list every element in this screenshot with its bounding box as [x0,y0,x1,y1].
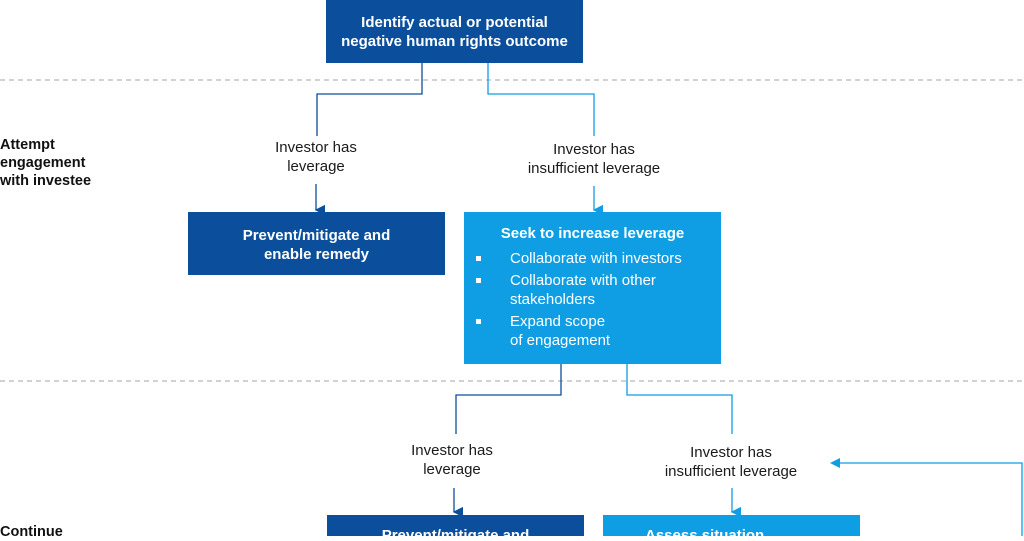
row2-leverage-label-line-2: leverage [423,461,481,478]
prevent-mitigate-line-1: Prevent/mitigate and [242,227,391,244]
seek-leverage-title: Seek to increase leverage [500,225,685,242]
bullet-2-line-1: Collaborate with other [510,272,656,289]
bullet-collaborate-investors: Collaborate with investors [464,249,721,268]
row1-insufficient-label-line-1: Investor has [553,141,635,158]
prevent-mitigate-box: Prevent/mitigate and enable remedy [188,212,445,275]
bullet-square-icon [476,319,481,324]
seek-leverage-box: Seek to increase leverage Collaborate wi… [464,212,721,364]
stage-label-attempt-line-2: engagement [0,155,86,171]
assess-situation-title: Assess situation [645,527,765,536]
connector-top-right [487,63,595,136]
connector-mid-left [455,364,562,434]
connector-mid-right [626,364,733,434]
row2-insufficient-leverage-label: Investor has insufficient leverage [631,443,831,481]
stage-label-attempt: Attempt engagement with investee [0,136,91,190]
prevent-mitigate-line-2: enable remedy [263,246,370,263]
assess-situation-box: Assess situation [603,515,860,536]
seek-leverage-bullets: Collaborate with investors Collaborate w… [464,249,721,350]
row2-prevent-mitigate-line-1: Prevent/mitigate and [381,527,530,536]
feedback-loop-arrowhead [830,458,840,468]
connector-top-left [316,63,423,136]
row1-leverage-label-line-2: leverage [287,158,345,175]
bullet-2-line-2: stakeholders [510,291,596,308]
bullet-expand-scope: Expand scope of engagement [464,312,721,350]
feedback-loop-line [838,462,1023,536]
stage-label-continue: Continue [0,523,63,541]
bullet-1-line-1: Collaborate with investors [510,250,682,267]
row1-leverage-label: Investor has leverage [236,138,396,176]
bullet-3-line-1: Expand scope [510,313,606,330]
identify-outcome-line-2: negative human rights outcome [341,33,568,50]
stage-label-continue-line-1: Continue [0,524,63,540]
bullet-square-icon [476,278,481,283]
row2-leverage-label-line-1: Investor has [411,442,493,459]
row1-insufficient-label-line-2: insufficient leverage [527,160,661,177]
row2-prevent-mitigate-box: Prevent/mitigate and [327,515,584,536]
row1-leverage-label-line-1: Investor has [275,139,357,156]
bullet-square-icon [476,256,481,261]
row2-insufficient-label-line-1: Investor has [690,444,772,461]
bullet-collaborate-stakeholders: Collaborate with other stakeholders [464,271,721,309]
stage-label-attempt-line-3: with investee [0,173,92,189]
bullet-3-line-2: of engagement [510,332,611,349]
identify-outcome-box: Identify actual or potential negative hu… [326,0,583,63]
row1-insufficient-leverage-label: Investor has insufficient leverage [494,140,694,178]
row2-insufficient-label-line-2: insufficient leverage [664,463,798,480]
stage-label-attempt-line-1: Attempt [0,137,55,153]
row2-leverage-label: Investor has leverage [372,441,532,479]
identify-outcome-line-1: Identify actual or potential [361,14,548,31]
